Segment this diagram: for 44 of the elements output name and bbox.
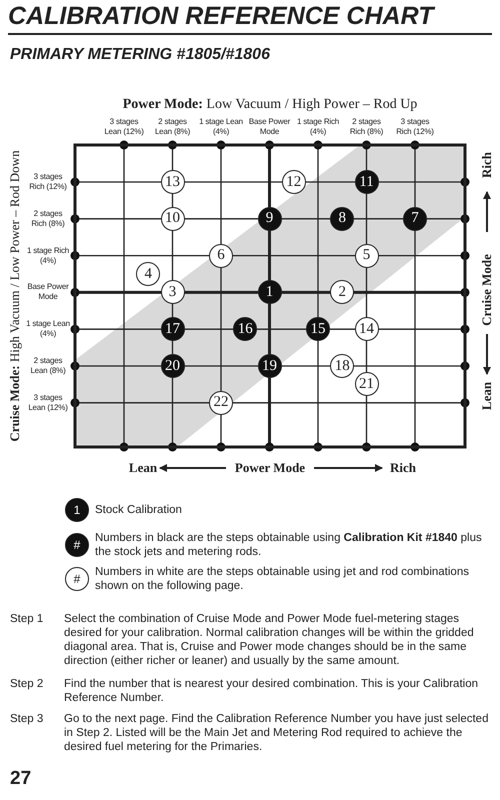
page-title: CALIBRATION REFERENCE CHART	[8, 2, 434, 31]
step-label: Step 1	[10, 612, 44, 626]
row-header: 1 stage Lean (4%)	[26, 319, 70, 340]
row-header: Base Power Mode	[26, 282, 70, 302]
column-header: 3 stages Rich (12%)	[395, 117, 435, 137]
axis-label: Cruise Mode	[479, 254, 495, 326]
axis-label: Power Mode	[234, 460, 306, 476]
step-text: Select the combination of Cruise Mode and Power Mode fuel-metering stages desired for your calibration. Normal calibration changes will be within the gridded diagonal area. That is, Cruise and Power mode changes should be in the same direction (either richer or leaner) and usually by the same amount.	[64, 612, 475, 668]
numbered-circle: 13	[160, 170, 184, 194]
legend-description: Numbers in black are the steps obtainable using Calibration Kit #1840 plus the stock jets and metering rods.	[95, 531, 483, 559]
row-header: 2 stages Lean (8%)	[29, 356, 67, 376]
column-header: 2 stages Lean (8%)	[154, 117, 192, 137]
axis-label: Rich	[390, 460, 416, 476]
legend-circle: #	[65, 533, 89, 557]
column-header: 1 stage Lean (4%)	[199, 117, 243, 137]
numbered-circle: 4	[136, 262, 160, 286]
step-label: Step 3	[10, 712, 44, 726]
column-header: 2 stages Rich (8%)	[348, 117, 384, 137]
column-header: Base Power Mode	[248, 117, 292, 137]
row-header: 3 stages Lean (12%)	[27, 392, 69, 413]
axis-label: Rich	[479, 152, 495, 178]
step-text: Find the number that is nearest your desired combination. This is your Calibration Reference Number.	[64, 677, 479, 705]
numbered-circle: 18	[330, 354, 354, 378]
step-text: Go to the next page. Find the Calibration Reference Number you have just selected in Step 2. Listed will be the Main Jet and Metering Rod required to achieve the desired fuel metering for the Primaries.	[64, 712, 489, 754]
axis-label: Lean	[479, 382, 495, 410]
axis-label: Lean	[128, 460, 158, 476]
axis-title: Power Mode: Low Vacuum / High Power – Rod Up	[122, 97, 418, 113]
numbered-circle: 10	[160, 206, 184, 231]
numbered-circle: 21	[354, 372, 378, 396]
row-header: 3 stages Rich (12%)	[28, 172, 68, 192]
page-number: 27	[10, 768, 32, 790]
column-header: 1 stage Rich (4%)	[296, 117, 340, 137]
legend-description: Numbers in white are the steps obtainable using jet and rod combinations shown on the following page.	[95, 565, 470, 593]
legend-description: Stock Calibration	[95, 503, 183, 517]
subtitle: PRIMARY METERING #1805/#1806	[10, 46, 270, 64]
numbered-circle: 12	[282, 170, 306, 194]
numbered-circle: 14	[354, 317, 378, 342]
step-label: Step 2	[10, 677, 44, 691]
axis-title: Cruise Mode: High Vacuum / Low Power – Rod Down	[7, 150, 23, 442]
column-header: 3 stages Lean (12%)	[103, 117, 145, 137]
row-header: 2 stages Rich (8%)	[30, 208, 66, 229]
legend-circle: #	[65, 567, 89, 591]
row-header: 1 stage Rich (4%)	[26, 246, 70, 266]
legend-circle: 1	[65, 498, 89, 522]
